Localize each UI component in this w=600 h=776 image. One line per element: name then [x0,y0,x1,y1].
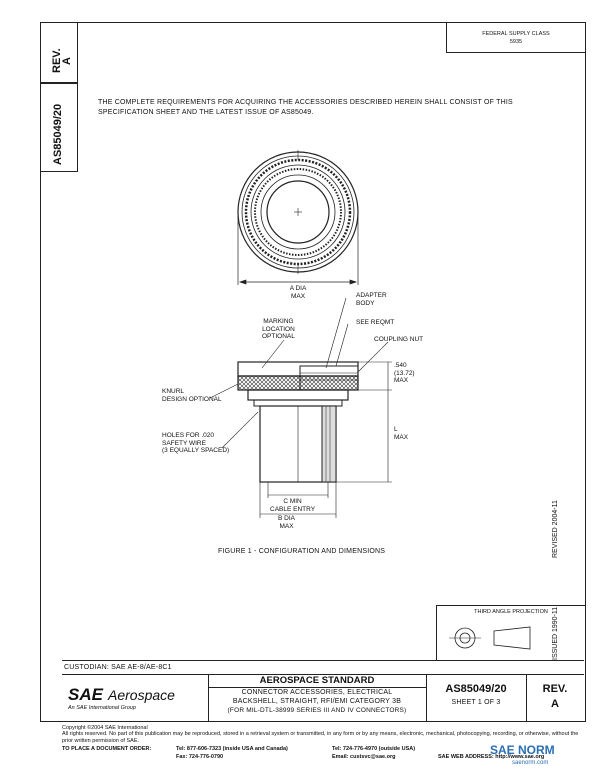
label-knurl: KNURL DESIGN OPTIONAL [162,388,222,403]
sheet-number: SHEET 1 OF 3 [451,699,501,706]
footer-web: SAE WEB ADDRESS: http://www.sae.org [438,754,545,760]
label-dim-540: .540 (13.72) MAX [394,362,415,384]
intro-text: THE COMPLETE REQUIREMENTS FOR ACQUIRING … [98,99,513,116]
revised-vertical: REVISED 2004-11 [552,500,559,558]
watermark-sub: saenorm.com [512,760,549,766]
label-c-min: C MIN CABLE ENTRY [270,498,316,513]
rev-value: A [551,698,559,710]
label-coupling-nut: COUPLING NUT [374,336,424,343]
custodian-text: CUSTODIAN: SAE AE-8/AE-8C1 [64,664,172,671]
federal-supply-line2: 5935 [509,39,523,45]
label-a-max: MAX [290,293,306,300]
label-marking: MARKING LOCATION OPTIONAL [262,318,295,340]
desc-line3: (FOR MIL-DTL-38999 SERIES III AND IV CON… [227,707,407,714]
footer-rights: All rights reserved. No part of this pub… [62,731,579,744]
sae-logo: SAE Aerospace An SAE International Group [62,675,209,721]
desc-line1: CONNECTOR ACCESSORIES, ELECTRICAL [241,689,393,696]
rev-side-box: REV. A [40,22,78,84]
figure-caption: FIGURE 1 - CONFIGURATION AND DIMENSIONS [218,548,386,555]
rev-cell: REV. A [526,675,584,721]
desc-line2: BACKSHELL, STRAIGHT, RFI/EMI CATEGORY 3B [232,698,402,705]
custodian-row: CUSTODIAN: SAE AE-8/AE-8C1 [62,660,584,675]
doc-id-side-box: AS85049/20 [40,82,78,172]
footer-fax: Fax: 724-776-0790 [176,754,224,760]
doc-number-cell: AS85049/20 SHEET 1 OF 3 [426,675,527,721]
third-angle-symbol [449,626,531,650]
aerospace-standard: AEROSPACE STANDARD [208,675,426,688]
logo-aerospace-text: Aerospace [108,687,175,703]
doc-number: AS85049/20 [445,683,507,695]
federal-supply-stamp: FEDERAL SUPPLY CLASS 5935 [446,22,585,53]
footer-tel2: Tel: 724-776-4970 (outside USA) [332,746,416,752]
title-block: SAE Aerospace An SAE International Group… [62,674,584,721]
side-view [237,361,359,483]
label-adapter-body: ADAPTER BODY [356,292,387,307]
title-description: AEROSPACE STANDARD CONNECTOR ACCESSORIES… [208,675,427,721]
footer-copyright: Copyright ©2004 SAE International [62,725,148,731]
label-see-reqmt: SEE REQMT [356,319,395,326]
end-view [237,150,359,274]
logo-sae-text: SAE [68,685,103,704]
footer-order-label: TO PLACE A DOCUMENT ORDER: [62,746,152,752]
footer-tel1: Tel: 877-606-7323 (inside USA and Canada… [176,746,288,752]
footer-email: Email: custsvc@sae.org [332,754,396,760]
watermark: SAE NORM [490,743,555,757]
label-b-dia: B DIA MAX [278,515,295,530]
third-angle-label: THIRD ANGLE PROJECTION [474,609,548,615]
third-angle-box: THIRD ANGLE PROJECTION [436,605,585,661]
drawing-frame [40,22,586,722]
label-l-max: L MAX [394,426,409,441]
label-a-dia: A DIA [289,285,307,292]
label-holes: HOLES FOR .020 SAFETY WIRE (3 EQUALLY SP… [162,432,230,454]
rev-label: REV. [542,683,568,695]
federal-supply-line1: FEDERAL SUPPLY CLASS [482,31,550,37]
logo-sub: An SAE International Group [68,705,136,711]
